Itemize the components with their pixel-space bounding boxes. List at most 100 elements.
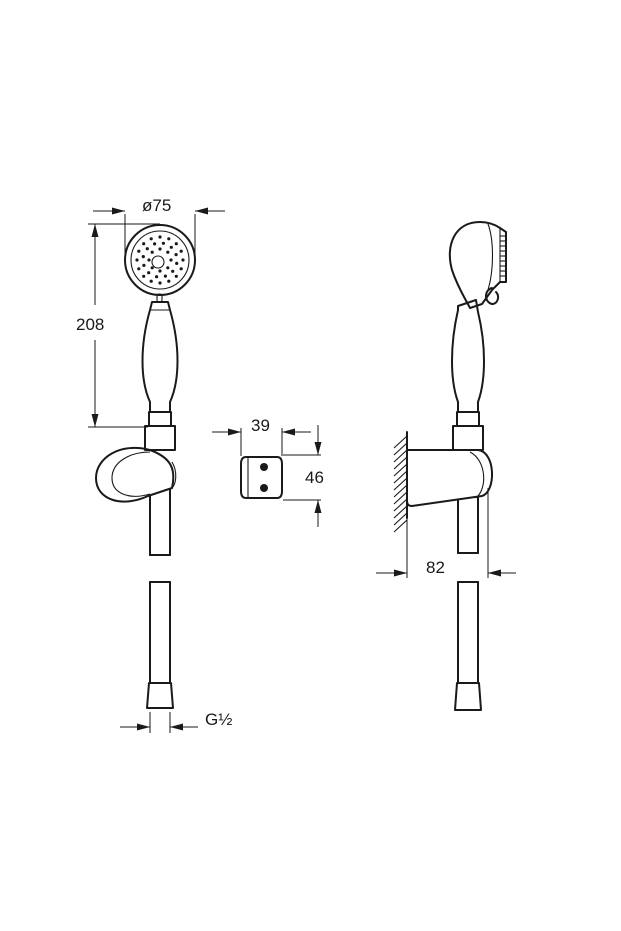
front-holder-inner	[111, 451, 151, 497]
hatch-line	[393, 477, 408, 491]
nozzle-dot	[147, 258, 151, 262]
label-thread: G½	[205, 710, 232, 729]
front-holder	[95, 447, 175, 503]
arrow-left	[112, 207, 125, 215]
arrow-left	[137, 723, 150, 731]
label-projection: 82	[426, 558, 445, 577]
spray-nozzles	[135, 235, 185, 285]
nozzle-dot	[166, 250, 170, 254]
hatch-line	[393, 463, 408, 477]
nozzle-dot	[169, 258, 173, 262]
dimension-head-diameter: ø75	[93, 196, 225, 258]
front-hose-nut	[146, 682, 174, 709]
nozzle-dot	[158, 281, 162, 285]
front-collar-1	[148, 411, 172, 427]
nozzle-dot	[163, 274, 167, 278]
hatch-line	[393, 512, 408, 526]
hatch-line	[393, 519, 408, 533]
hatch-line	[393, 442, 408, 456]
front-holder-rim	[171, 461, 177, 489]
arrow-bottom	[314, 500, 322, 513]
side-collar-1	[456, 411, 480, 427]
side-head-hook	[485, 287, 500, 305]
front-view	[95, 224, 196, 709]
label-head-diameter: ø75	[142, 196, 171, 215]
nozzle-dot	[161, 241, 165, 245]
arrow-bottom	[91, 414, 99, 427]
hatch-line	[393, 470, 408, 484]
nozzle-dot	[135, 258, 139, 262]
front-collar-2	[144, 425, 176, 451]
arrow-left	[394, 569, 407, 577]
side-holder-curve	[469, 451, 485, 499]
nozzle-dot	[155, 275, 159, 279]
nozzle-dot	[179, 249, 183, 253]
side-nozzles	[500, 235, 506, 277]
dimension-bracket-height: 46	[283, 425, 324, 527]
side-handle	[451, 299, 485, 413]
nozzle-dot	[142, 263, 146, 267]
nozzle-dot	[158, 269, 162, 273]
nozzle-dot	[175, 261, 179, 265]
nozzle-dot	[137, 267, 141, 271]
nozzle-dot	[158, 247, 162, 251]
dimension-projection: 82	[376, 488, 516, 578]
nozzle-dot	[166, 266, 170, 270]
nozzle-dot	[153, 242, 157, 246]
arrow-left	[228, 428, 241, 436]
front-head-center	[151, 255, 165, 269]
nozzle-dot	[137, 249, 141, 253]
nozzle-dot	[150, 250, 154, 254]
arrow-top	[314, 442, 322, 455]
arrow-right	[195, 207, 208, 215]
front-handle	[141, 301, 179, 413]
label-handle-length: 208	[76, 315, 104, 334]
hatch-line	[393, 498, 408, 512]
hatch-line	[393, 449, 408, 463]
nozzle-dot	[179, 267, 183, 271]
arrow-right	[170, 723, 183, 731]
arrow-top	[91, 224, 99, 237]
nozzle-dot	[141, 255, 145, 259]
nozzle-dot	[142, 274, 146, 278]
nozzle-dot	[147, 271, 151, 275]
label-bracket-width: 39	[251, 416, 270, 435]
nozzle-dot	[174, 242, 178, 246]
nozzle-dot	[181, 258, 185, 262]
label-bracket-height: 46	[305, 468, 324, 487]
nozzle-dot	[167, 279, 171, 283]
hatch-line	[393, 456, 408, 470]
hatch-line	[393, 435, 408, 449]
wall-hatching	[393, 435, 408, 533]
nozzle-dot	[149, 279, 153, 283]
nozzle-dot	[167, 237, 171, 241]
front-head-outer	[124, 224, 196, 296]
nozzle-dot	[169, 245, 173, 249]
bracket-hole-top	[260, 463, 268, 471]
nozzle-dot	[142, 242, 146, 246]
side-hose-nut	[454, 682, 482, 711]
dimension-bracket-width: 39	[212, 416, 311, 456]
nozzle-dot	[149, 237, 153, 241]
nozzle-dot	[171, 269, 175, 273]
bracket-body	[240, 456, 283, 499]
bracket-detail	[240, 456, 283, 499]
dimension-thread: G½	[120, 710, 232, 733]
arrow-right	[488, 569, 501, 577]
side-holder	[406, 449, 494, 507]
hatch-line	[393, 505, 408, 519]
arrow-right	[282, 428, 295, 436]
side-collar-2	[452, 425, 484, 451]
front-head-inner	[130, 230, 190, 290]
hatch-line	[393, 491, 408, 505]
bracket-hole-bottom	[260, 484, 268, 492]
dimension-handle-length: 208	[76, 223, 160, 428]
nozzle-dot	[174, 274, 178, 278]
nozzle-dot	[174, 253, 178, 257]
side-view	[393, 221, 507, 711]
nozzle-dot	[145, 247, 149, 251]
side-head-rim	[487, 223, 493, 291]
nozzle-dot	[158, 235, 162, 239]
nozzle-dot	[150, 266, 154, 270]
